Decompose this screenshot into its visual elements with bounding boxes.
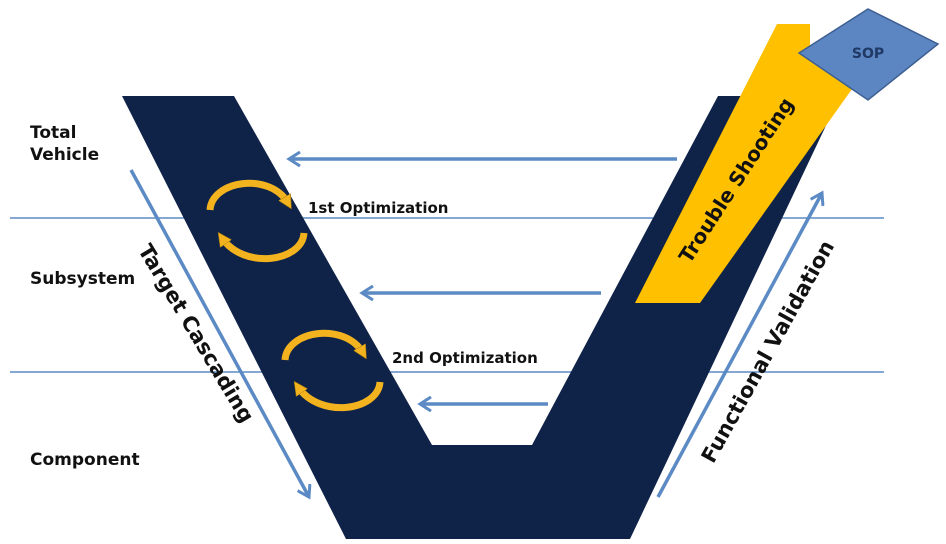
optimization-label-1: 1st Optimization (308, 199, 448, 217)
v-shape (122, 96, 840, 539)
level-label-component: Component (30, 450, 140, 470)
optimization-label-2: 2nd Optimization (392, 349, 538, 367)
functional-validation-arrow (656, 193, 822, 498)
target-cascading-arrow (129, 169, 309, 497)
level-label-subsystem: Subsystem (30, 269, 135, 289)
optimization-cycle-icon-2 (281, 329, 384, 412)
level-label-total-line2: Vehicle (30, 145, 99, 165)
sop-diamond (797, 8, 940, 101)
optimization-cycle-icon-1 (206, 179, 308, 263)
trouble-shooting-band (635, 24, 857, 303)
sop-label: SOP (852, 46, 884, 62)
level-label-total-line1: Total (30, 123, 76, 143)
